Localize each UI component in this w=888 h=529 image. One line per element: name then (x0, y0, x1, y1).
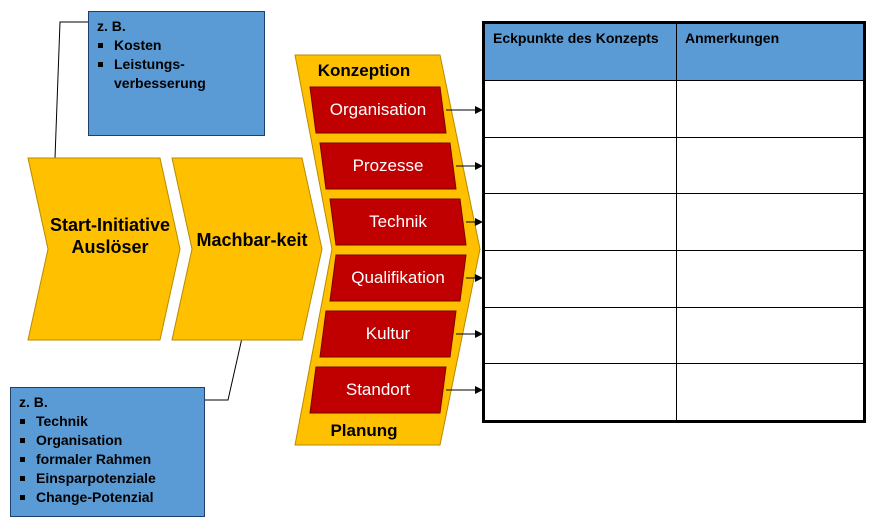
item-box-kultur (319, 310, 457, 358)
item-box-prozesse (319, 142, 457, 190)
phase-bottom-label: Planung (330, 421, 398, 440)
note-bottom-item: Einsparpotenziale (19, 469, 196, 488)
table-cell[interactable] (485, 194, 676, 250)
table-cell[interactable] (677, 137, 863, 194)
table-cell[interactable] (485, 137, 676, 194)
chevron-start (27, 157, 181, 341)
item-label-qualifikation: Qualifikation (351, 268, 445, 287)
item-label-standort: Standort (345, 380, 411, 399)
note-bottom-item: Change-Potenzial (19, 488, 196, 507)
table-header-anmerkungen: Anmerkungen (677, 24, 863, 80)
note-bottom-item: Organisation (19, 431, 196, 450)
table-cell[interactable] (677, 194, 863, 250)
note-top-lead: z. B. (97, 18, 126, 34)
note-bottom-item: formaler Rahmen (19, 450, 196, 469)
table-cell[interactable] (677, 251, 863, 307)
note-top-list: Kosten Leistungs-verbesserung (97, 36, 256, 93)
item-label-technik: Technik (369, 212, 427, 231)
concept-table: Eckpunkte des Konzepts Anmerkungen (482, 21, 866, 423)
item-box-qualifikation (329, 254, 467, 302)
table-cell[interactable] (485, 251, 676, 307)
note-box-bottom: z. B. Technik Organisation formaler Rahm… (10, 387, 205, 517)
phase-top-label: Konzeption (317, 61, 411, 80)
table-cell[interactable] (485, 81, 676, 137)
item-box-organisation (309, 86, 447, 134)
chevron-start-label: Start-Initiative Auslöser (49, 215, 171, 257)
note-bottom-lead: z. B. (19, 394, 48, 410)
item-label-kultur: Kultur (365, 324, 411, 343)
table-header-eckpunkte: Eckpunkte des Konzepts (485, 24, 676, 80)
chevron-feasibility (171, 157, 323, 341)
table-cell[interactable] (485, 307, 676, 364)
chevron-feasibility-label: Machbar-keit (196, 230, 308, 250)
item-box-standort (309, 366, 447, 414)
table-cell[interactable] (677, 81, 863, 137)
note-top-item: Kosten (97, 36, 256, 55)
table-cell[interactable] (485, 364, 676, 420)
table-cell[interactable] (677, 307, 863, 364)
item-label-prozesse: Prozesse (352, 156, 424, 175)
item-box-technik (329, 198, 467, 246)
table-cell[interactable] (677, 364, 863, 420)
callout-line-top (54, 21, 88, 159)
note-bottom-list: Technik Organisation formaler Rahmen Ein… (19, 412, 196, 507)
note-box-top: z. B. Kosten Leistungs-verbesserung (88, 11, 265, 136)
item-label-organisation: Organisation (329, 100, 427, 119)
note-top-item: Leistungs-verbesserung (97, 55, 256, 93)
note-bottom-item: Technik (19, 412, 196, 431)
callout-line-bottom (205, 337, 243, 401)
